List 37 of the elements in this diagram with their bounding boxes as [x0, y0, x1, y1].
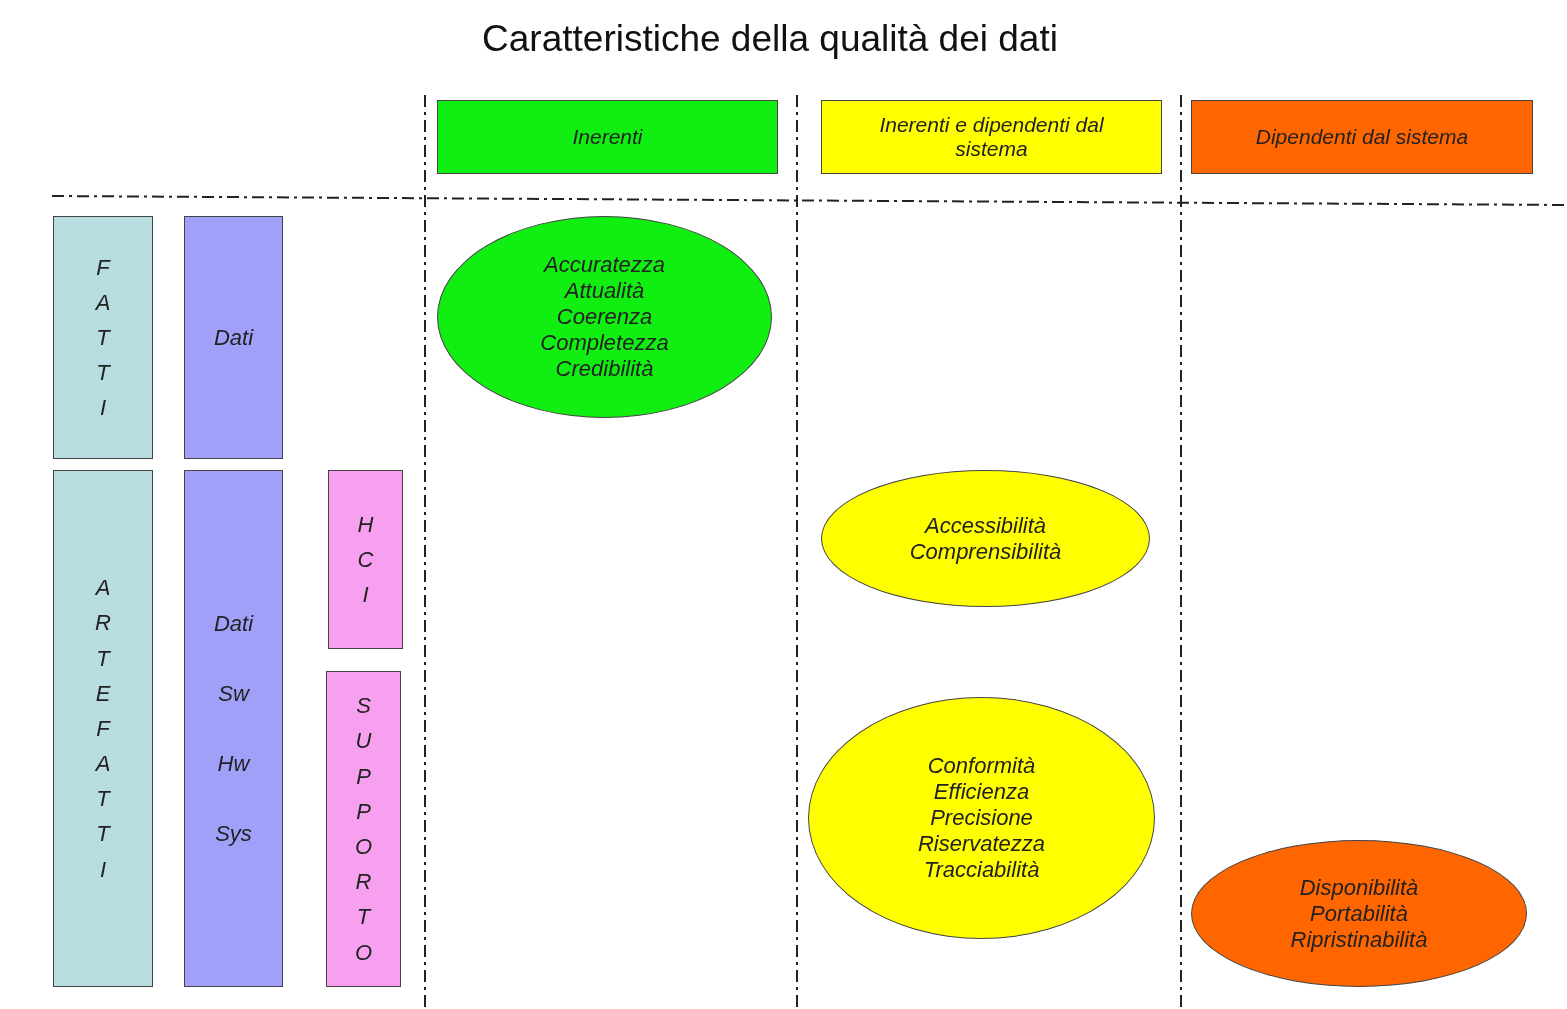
- diagram-title: Caratteristiche della qualità dei dati: [482, 18, 1058, 60]
- category-box: [328, 470, 403, 649]
- quality-label: Precisione: [930, 805, 1033, 831]
- category-label: Hw: [217, 750, 250, 777]
- category-box: [437, 100, 778, 174]
- quality-label: Disponibilità: [1299, 874, 1419, 901]
- quality-label: Riservatezza: [917, 831, 1046, 857]
- category-box: [821, 100, 1162, 174]
- category-label: Sw: [218, 680, 249, 707]
- category-label: Dati: [213, 610, 254, 637]
- vertical-label: FATTI: [94, 253, 112, 423]
- quality-label: Ripristinabilità: [1290, 926, 1428, 953]
- category-box: [53, 216, 153, 459]
- vertical-label: SUPPORTO: [353, 692, 374, 967]
- category-label: Sys: [215, 820, 252, 847]
- category-label: Dati: [213, 324, 254, 351]
- quality-label: Credibilità: [555, 356, 654, 382]
- category-box: [53, 470, 153, 987]
- quality-label: Tracciabilità: [923, 857, 1040, 883]
- vertical-label: ARTEFATTI: [94, 574, 112, 884]
- quality-label: Portabilità: [1310, 900, 1408, 927]
- vertical-label: HCI: [356, 510, 375, 610]
- quality-label: Attualità: [564, 278, 645, 304]
- quality-label: Completezza: [540, 330, 669, 356]
- category-box: [184, 470, 283, 987]
- category-box: [326, 671, 401, 987]
- quality-label: Efficienza: [933, 779, 1030, 805]
- category-box: [1191, 100, 1533, 174]
- quality-label: Comprensibilità: [909, 538, 1062, 565]
- category-label: Inerenti: [571, 125, 644, 149]
- quality-label: Accuratezza: [543, 252, 666, 278]
- category-label: Inerenti e dipendenti dal sistema: [878, 113, 1105, 161]
- category-label: Dipendenti dal sistema: [1254, 125, 1470, 149]
- quality-label: Coerenza: [556, 304, 653, 330]
- category-box: [184, 216, 283, 459]
- quality-label: Conformità: [927, 753, 1036, 779]
- quality-label: Accessibilità: [924, 512, 1046, 539]
